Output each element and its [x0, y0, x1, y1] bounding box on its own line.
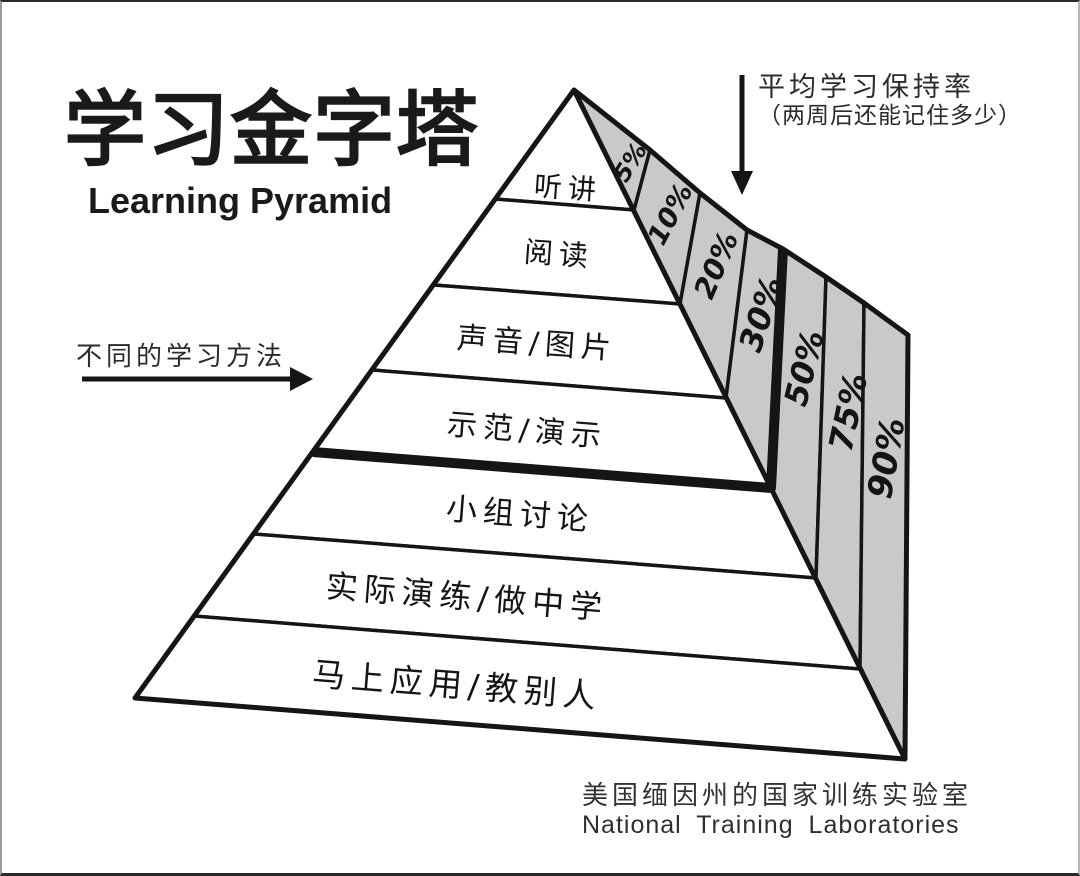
retention-note: 平均学习保持率 （两周后还能记住多少） — [758, 72, 1022, 130]
methods-axis-label: 不同的学习方法 — [76, 342, 287, 371]
retention-note-subtitle: （两周后还能记住多少） — [758, 103, 1022, 128]
retention-note-title: 平均学习保持率 — [758, 72, 975, 102]
title-block: 学习金字塔 Learning Pyramid — [64, 90, 479, 222]
source-attribution: 美国缅因州的国家训练实验室 National Training Laborato… — [582, 781, 972, 839]
pyramid-outline — [132, 87, 911, 762]
retention-axis-arrow — [731, 75, 753, 195]
source-en: National Training Laboratories — [582, 811, 960, 839]
source-cn: 美国缅因州的国家训练实验室 — [582, 781, 973, 810]
level-1-method-label: 听讲 — [533, 169, 603, 207]
right-arrowhead-icon — [290, 367, 313, 391]
down-arrowhead-icon — [731, 171, 753, 195]
page-title-cn: 学习金字塔 — [64, 83, 480, 178]
level-2-method-label: 阅读 — [523, 235, 595, 274]
page-title-en: Learning Pyramid — [88, 180, 393, 221]
methods-axis-arrow — [82, 367, 313, 391]
